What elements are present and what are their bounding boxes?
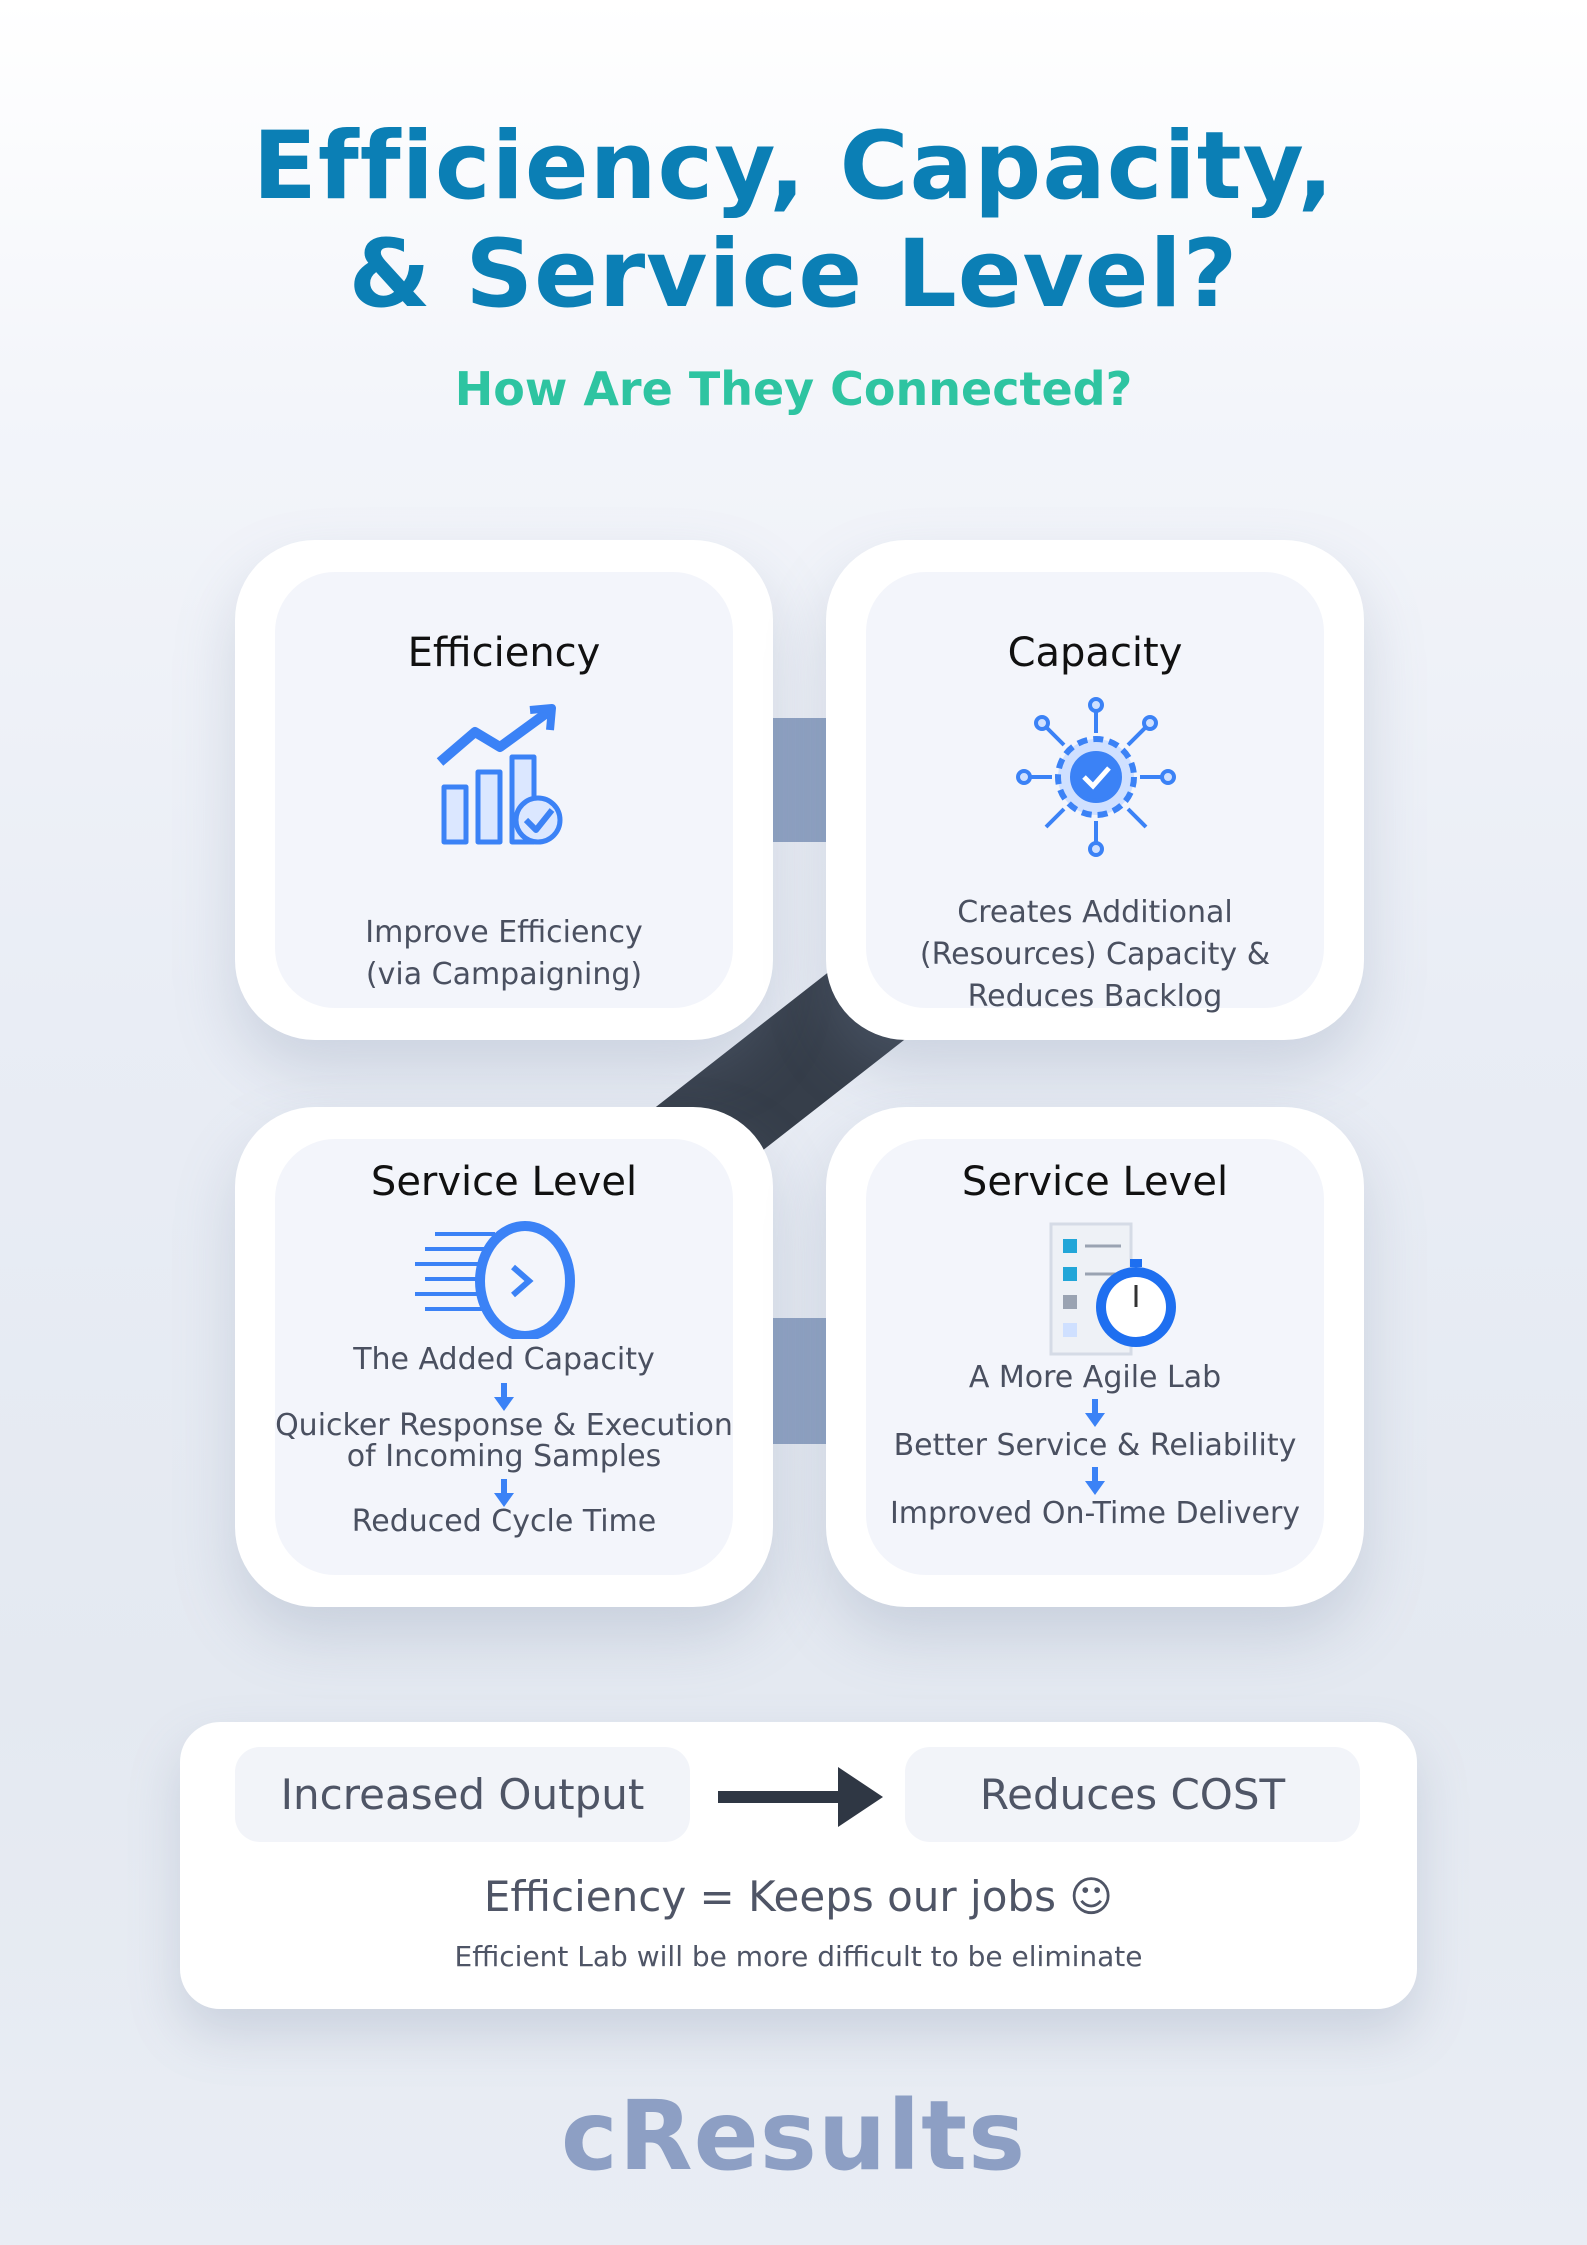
increased-output-pill: Increased Output: [235, 1747, 690, 1842]
card-step: A More Agile Lab: [968, 1360, 1222, 1395]
card-line: (Resources) Capacity &: [919, 937, 1271, 972]
card-service-level-left: Service Level The Added Capacity Quicker…: [235, 1107, 773, 1607]
card-title: Capacity: [1007, 630, 1183, 676]
efficiency-equation: Efficiency = Keeps our jobs ☺: [483, 1872, 1114, 1921]
card-line: (via Campaigning): [365, 957, 643, 992]
arrow-down-icon: [1085, 1467, 1105, 1495]
card-inner: Efficiency Improve Efficiency (via Campa…: [275, 572, 733, 1008]
fast-clock-icon: [415, 1221, 575, 1339]
page-subtitle: How Are They Connected?: [454, 362, 1133, 416]
card-step: Better Service & Reliability: [893, 1428, 1297, 1463]
card-title: Service Level: [370, 1159, 638, 1205]
card-title: Efficiency: [407, 630, 601, 676]
reduces-cost-pill: Reduces COST: [905, 1747, 1360, 1842]
arrow-down-icon: [494, 1479, 514, 1507]
arrow-down-icon: [494, 1383, 514, 1411]
card-inner: Service Level A More Agile Lab Better Se…: [866, 1139, 1324, 1575]
card-step: The Added Capacity: [353, 1342, 655, 1377]
arrow-down-icon: [1085, 1399, 1105, 1427]
connector-bottom: [765, 1318, 830, 1444]
card-capacity: Capacity Creates Additional (Resour: [826, 540, 1364, 1040]
efficiency-note: Efficient Lab will be more difficult to …: [454, 1940, 1143, 1973]
card-inner: Capacity Creates Additional (Resour: [866, 572, 1324, 1014]
card-line: Reduces Backlog: [967, 979, 1223, 1014]
card-step: Quicker Response & Execution: [275, 1408, 733, 1443]
card-service-level-right: Service Level A More Agile Lab Better Se…: [826, 1107, 1364, 1607]
card-efficiency: Efficiency Improve Efficiency (via Campa…: [235, 540, 773, 1040]
card-step: Reduced Cycle Time: [351, 1504, 657, 1539]
card-line: Creates Additional: [957, 895, 1233, 930]
arrow-right-icon: [718, 1767, 883, 1827]
card-step: Improved On-Time Delivery: [889, 1496, 1301, 1531]
brand-logo: cResults: [560, 2080, 1027, 2192]
summary-panel: Increased Output Reduces COST Efficiency…: [180, 1722, 1417, 2009]
card-title: Service Level: [961, 1159, 1229, 1205]
card-inner: Service Level The Added Capacity Quicker…: [275, 1139, 733, 1575]
connector-top: [765, 718, 830, 842]
card-step: of Incoming Samples: [346, 1439, 662, 1474]
page-title-line1: Efficiency, Capacity,: [252, 112, 1335, 221]
gear-network-icon: [1016, 697, 1176, 857]
card-line: Improve Efficiency: [365, 915, 643, 950]
page-title-line2: & Service Level?: [348, 220, 1239, 329]
growth-chart-check-icon: [436, 704, 563, 845]
checklist-stopwatch-icon: [1049, 1222, 1176, 1356]
